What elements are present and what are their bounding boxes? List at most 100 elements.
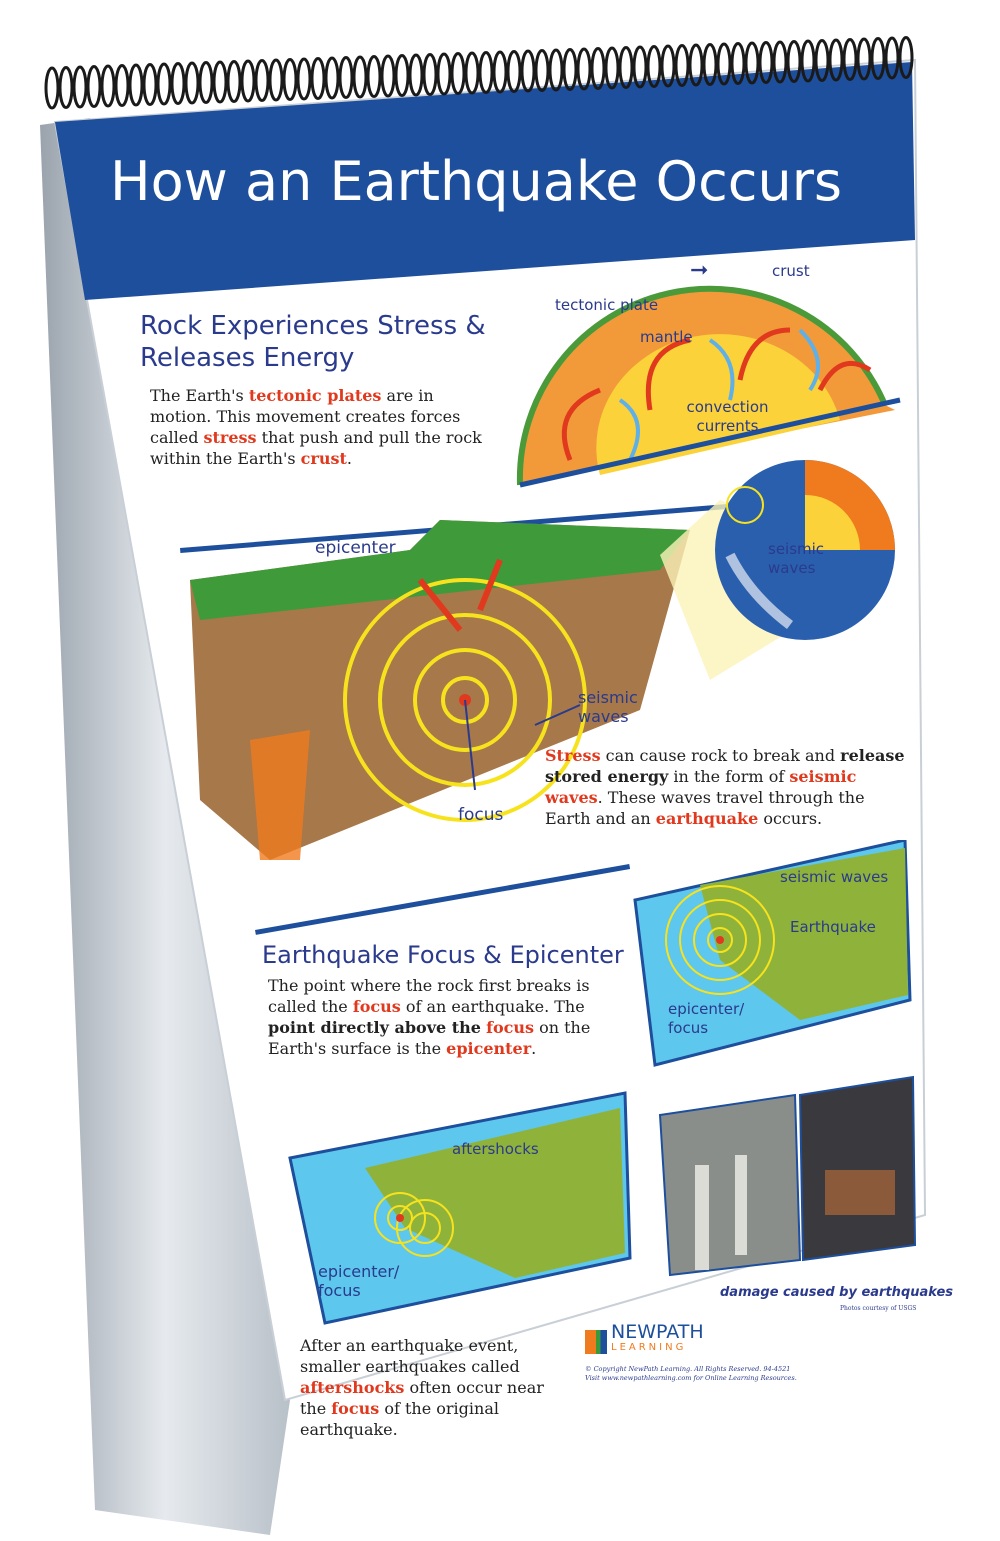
spiral-ring (44, 66, 60, 110)
spiral-ring (520, 49, 536, 93)
spiral-ring (828, 38, 844, 82)
spiral-ring (646, 45, 662, 88)
spiral-ring (394, 54, 410, 97)
spiral-ring (744, 41, 760, 85)
spiral-ring (212, 60, 228, 104)
convection-diagram (516, 285, 901, 488)
spiral-ring (632, 45, 648, 89)
label-globe-seismic-waves: seismic waves (768, 540, 825, 577)
spiral-ring (618, 46, 634, 89)
section2-text: Stress can cause rock to break and relea… (545, 746, 905, 828)
spiral-ring (660, 44, 676, 88)
spiral-ring (58, 66, 74, 109)
label-epicenter: epicenter (315, 538, 396, 558)
spiral-ring (898, 36, 914, 79)
spiral-ring (716, 42, 732, 86)
spiral-ring (422, 53, 438, 96)
spiral-ring (842, 38, 858, 81)
visit-line[interactable]: Visit www.newpathlearning.com for Online… (585, 1374, 797, 1382)
spiral-ring (478, 51, 494, 94)
spiral-ring (324, 56, 340, 100)
spiral-ring (296, 57, 312, 101)
copyright: © Copyright NewPath Learning. All Rights… (585, 1365, 797, 1383)
section1-text: The Earth's tectonic plates are in motio… (150, 386, 482, 468)
spiral-ring (464, 51, 480, 95)
photo-caption: damage caused by earthquakes (720, 1285, 954, 1300)
section3-text: The point where the rock first breaks is… (268, 976, 591, 1058)
spiral-ring (870, 37, 886, 80)
spiral-ring (548, 48, 564, 92)
spiral-ring (338, 56, 354, 99)
page-title: How an Earthquake Occurs (110, 150, 843, 213)
spiral-ring (184, 61, 200, 105)
spiral-ring (814, 39, 830, 82)
spiral-ring (142, 63, 158, 106)
spiral-ring (170, 62, 186, 105)
spiral-ring (702, 43, 718, 86)
spiral-ring (576, 47, 592, 91)
label-aftershocks: aftershocks (452, 1140, 539, 1158)
spiral-ring (772, 40, 788, 84)
label-map-epicenter-focus: epicenter/ focus (668, 1000, 745, 1037)
spiral-ring (730, 42, 746, 85)
label-tectonic-plate: tectonic plate (555, 296, 659, 314)
spiral-ring (156, 62, 172, 106)
book-icon (585, 1330, 607, 1354)
spiral-ring (198, 61, 214, 104)
spiral-ring (856, 37, 872, 81)
spiral-ring (506, 50, 522, 93)
section1-heading-line2: Releases Energy (140, 343, 355, 373)
spiral-ring (72, 65, 88, 109)
spiral-ring (310, 57, 326, 100)
spiral-ring (86, 65, 102, 108)
spiral-ring (450, 52, 466, 95)
title-banner (55, 62, 915, 300)
arrow-right-icon: ➞ (690, 258, 709, 283)
california-map (633, 840, 912, 1067)
spiral-ring (226, 60, 242, 103)
spiral-ring (436, 52, 452, 96)
label-crust: crust (772, 262, 810, 280)
spiral-ring (352, 55, 368, 99)
label-earthquake: Earthquake (790, 918, 876, 936)
spiral-ring (786, 40, 802, 83)
damage-photos (658, 1075, 917, 1277)
brand-bottom: LEARNING (611, 1342, 687, 1353)
label-mantle: mantle (640, 328, 693, 346)
spiral-ring (884, 36, 900, 80)
label-seismic-waves: seismic waves (578, 688, 638, 726)
copyright-line: © Copyright NewPath Learning. All Rights… (585, 1365, 791, 1373)
spiral-ring (282, 58, 298, 101)
brand-top: NEWPATH (611, 1321, 704, 1343)
section3-heading: Earthquake Focus & Epicenter (262, 941, 624, 969)
spiral-ring (114, 64, 130, 107)
spiral-ring (100, 64, 116, 108)
aftershock-text: After an earthquake event, smaller earth… (300, 1336, 544, 1439)
spiral-ring (590, 47, 606, 90)
spiral-ring (380, 54, 396, 98)
spiral-ring (128, 63, 144, 107)
label-convection-currents: convection currents (686, 398, 769, 435)
spiral-ring (562, 48, 578, 91)
spiral-ring (534, 49, 550, 92)
photo-credit: Photos courtesy of USGS (840, 1305, 917, 1312)
aftershock-map (288, 1091, 632, 1325)
spiral-ring (408, 53, 424, 97)
spiral-ring (604, 46, 620, 90)
spiral-ring (240, 59, 256, 103)
spiral-binding-icon (44, 36, 914, 110)
section1-heading-line1: Rock Experiences Stress & (140, 311, 486, 341)
spiral-ring (758, 41, 774, 84)
earth-globe (715, 460, 895, 640)
section1-heading: Rock Experiences Stress & Releases Energ… (140, 310, 486, 374)
spiral-ring (674, 44, 690, 87)
spiral-ring (688, 43, 704, 87)
spiral-ring (800, 39, 816, 83)
label-epicenter-focus: epicenter/ focus (318, 1262, 400, 1300)
spiral-ring (268, 58, 284, 102)
spiral-ring (492, 50, 508, 94)
label-focus: focus (458, 805, 504, 825)
newpath-logo: NEWPATH LEARNING (585, 1322, 704, 1354)
label-map-seismic-waves: seismic waves (780, 868, 889, 886)
spiral-ring (366, 55, 382, 98)
